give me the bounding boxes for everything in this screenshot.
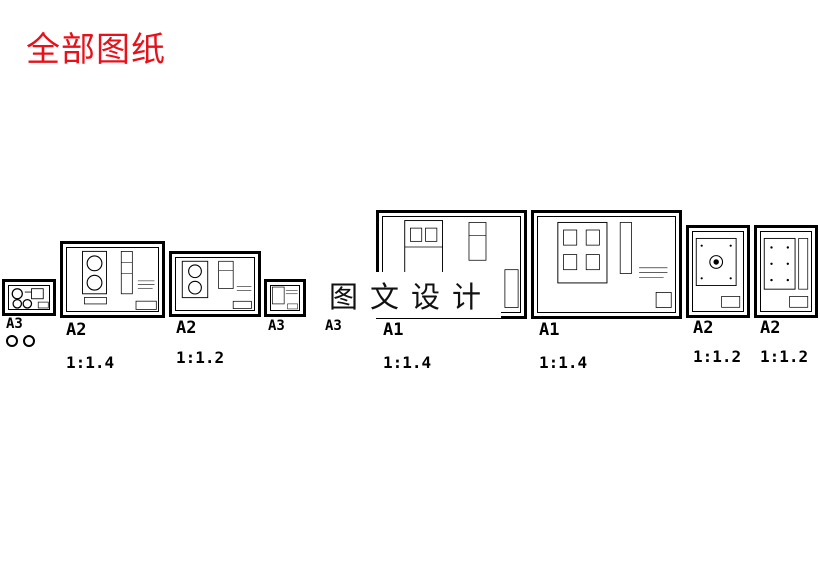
sheet-thumbnail <box>181 260 252 309</box>
sheet-thumbnail <box>404 220 519 308</box>
drawing-sheet-a1-2[interactable] <box>531 210 682 319</box>
drawing-sheet-a2-4[interactable] <box>754 225 818 318</box>
sheet-scale-label: 1:1.4 <box>383 353 432 372</box>
drawing-sheet-a3-2[interactable] <box>264 279 306 317</box>
sheet-scale-label: 1:1.4 <box>539 353 588 372</box>
drawing-sheet-a2-1[interactable] <box>60 241 165 318</box>
sheet-thumbnail <box>763 237 809 308</box>
sheet-thumbnail <box>272 286 298 310</box>
sheet-size-label: A2 <box>176 318 197 338</box>
sheet-size-label: A2 <box>66 320 87 340</box>
sheet-thumbnail <box>11 288 49 309</box>
sheet-scale-label: 1:1.2 <box>176 348 225 367</box>
sheet-size-label: A2 <box>760 318 781 338</box>
drawing-sheet-a2-3[interactable] <box>686 225 750 318</box>
sheet-size-label: A3 <box>6 316 23 332</box>
sheet-scale-label: 1:1.2 <box>760 347 809 366</box>
drawing-sheet-a2-2[interactable] <box>169 251 261 317</box>
sheet-thumbnail <box>82 250 157 310</box>
drawing-sheet-a3-1[interactable] <box>2 279 56 316</box>
sheet-scale-label: 1:1.2 <box>693 347 742 366</box>
watermark: 图文设计 <box>321 272 502 318</box>
sheet-size-label: A3 <box>268 318 285 334</box>
sheet-thumbnail <box>695 237 741 308</box>
sheet-size-label: A1 <box>383 320 404 340</box>
sheet-size-label: A2 <box>693 318 714 338</box>
circle-icon <box>6 335 18 347</box>
page-title: 全部图纸 <box>26 30 166 70</box>
sheet-size-label: A1 <box>539 320 560 340</box>
sheet-size-label: A3 <box>325 318 342 334</box>
circle-icon <box>23 335 35 347</box>
sheet-scale-label: 1:1.4 <box>66 353 115 372</box>
sheet-thumbnail <box>557 221 672 308</box>
